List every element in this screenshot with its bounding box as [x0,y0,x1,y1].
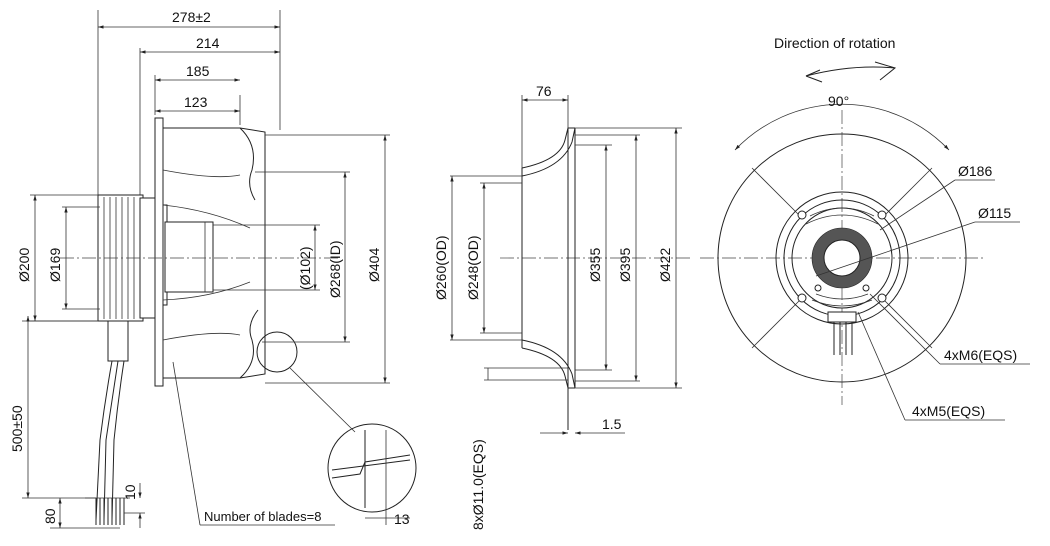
dim-overall-length: 278±2 [172,9,211,25]
motor-outline [775,191,909,325]
front-view: Direction of rotation 90° Ø186 Ø115 4xM6… [700,35,1030,421]
dim-lead-length: 500±50 [9,405,25,452]
blade-count-note: Number of blades=8 [204,509,321,524]
dim-thickness: 1.5 [602,416,622,432]
mount-screws [797,210,887,303]
thread-m5: 4xM5(EQS) [912,403,985,419]
angle-label: 90° [828,93,849,109]
side-view: 278±2 214 185 123 Ø200 Ø169 (Ø102) Ø268(… [9,9,417,529]
thread-m6: 4xM6(EQS) [944,347,1017,363]
dim-detail-13: 13 [394,511,410,527]
dim-dia-422: Ø422 [657,248,673,282]
dim-lead-80: 80 [42,508,58,524]
dim-dia-186: Ø186 [958,163,992,179]
rotation-label: Direction of rotation [774,35,895,51]
detail-view [327,423,417,513]
dim-123: 123 [184,94,208,110]
dim-dia-268: Ø268(ID) [327,240,343,298]
dim-dia-115: Ø115 [978,205,1011,221]
dim-dia-169: Ø169 [47,248,63,282]
hub [164,221,214,293]
dim-214: 214 [196,35,220,51]
back-plate [154,117,164,387]
dim-dia-260-od: Ø260(OD) [433,235,449,300]
dim-dia-355: Ø355 [587,248,603,282]
dim-dia-248-od: Ø248(OD) [465,235,481,300]
dim-dia-102: (Ø102) [297,246,313,290]
inlet-ring-upper [521,127,575,169]
dim-mounting-holes: 8xØ11.0(EQS) [470,439,486,530]
dim-185: 185 [186,63,210,79]
dim-76: 76 [536,83,552,99]
section-view: 76 Ø260(OD) Ø248(OD) Ø355 Ø395 Ø422 1.5 … [433,83,690,530]
dim-dia-395: Ø395 [617,248,633,282]
dim-lead-10: 10 [122,484,138,500]
inlet-ring-lower [521,347,575,389]
rotation-arrow [805,66,896,77]
dim-dia-200: Ø200 [16,248,32,282]
dim-dia-404: Ø404 [366,248,382,282]
